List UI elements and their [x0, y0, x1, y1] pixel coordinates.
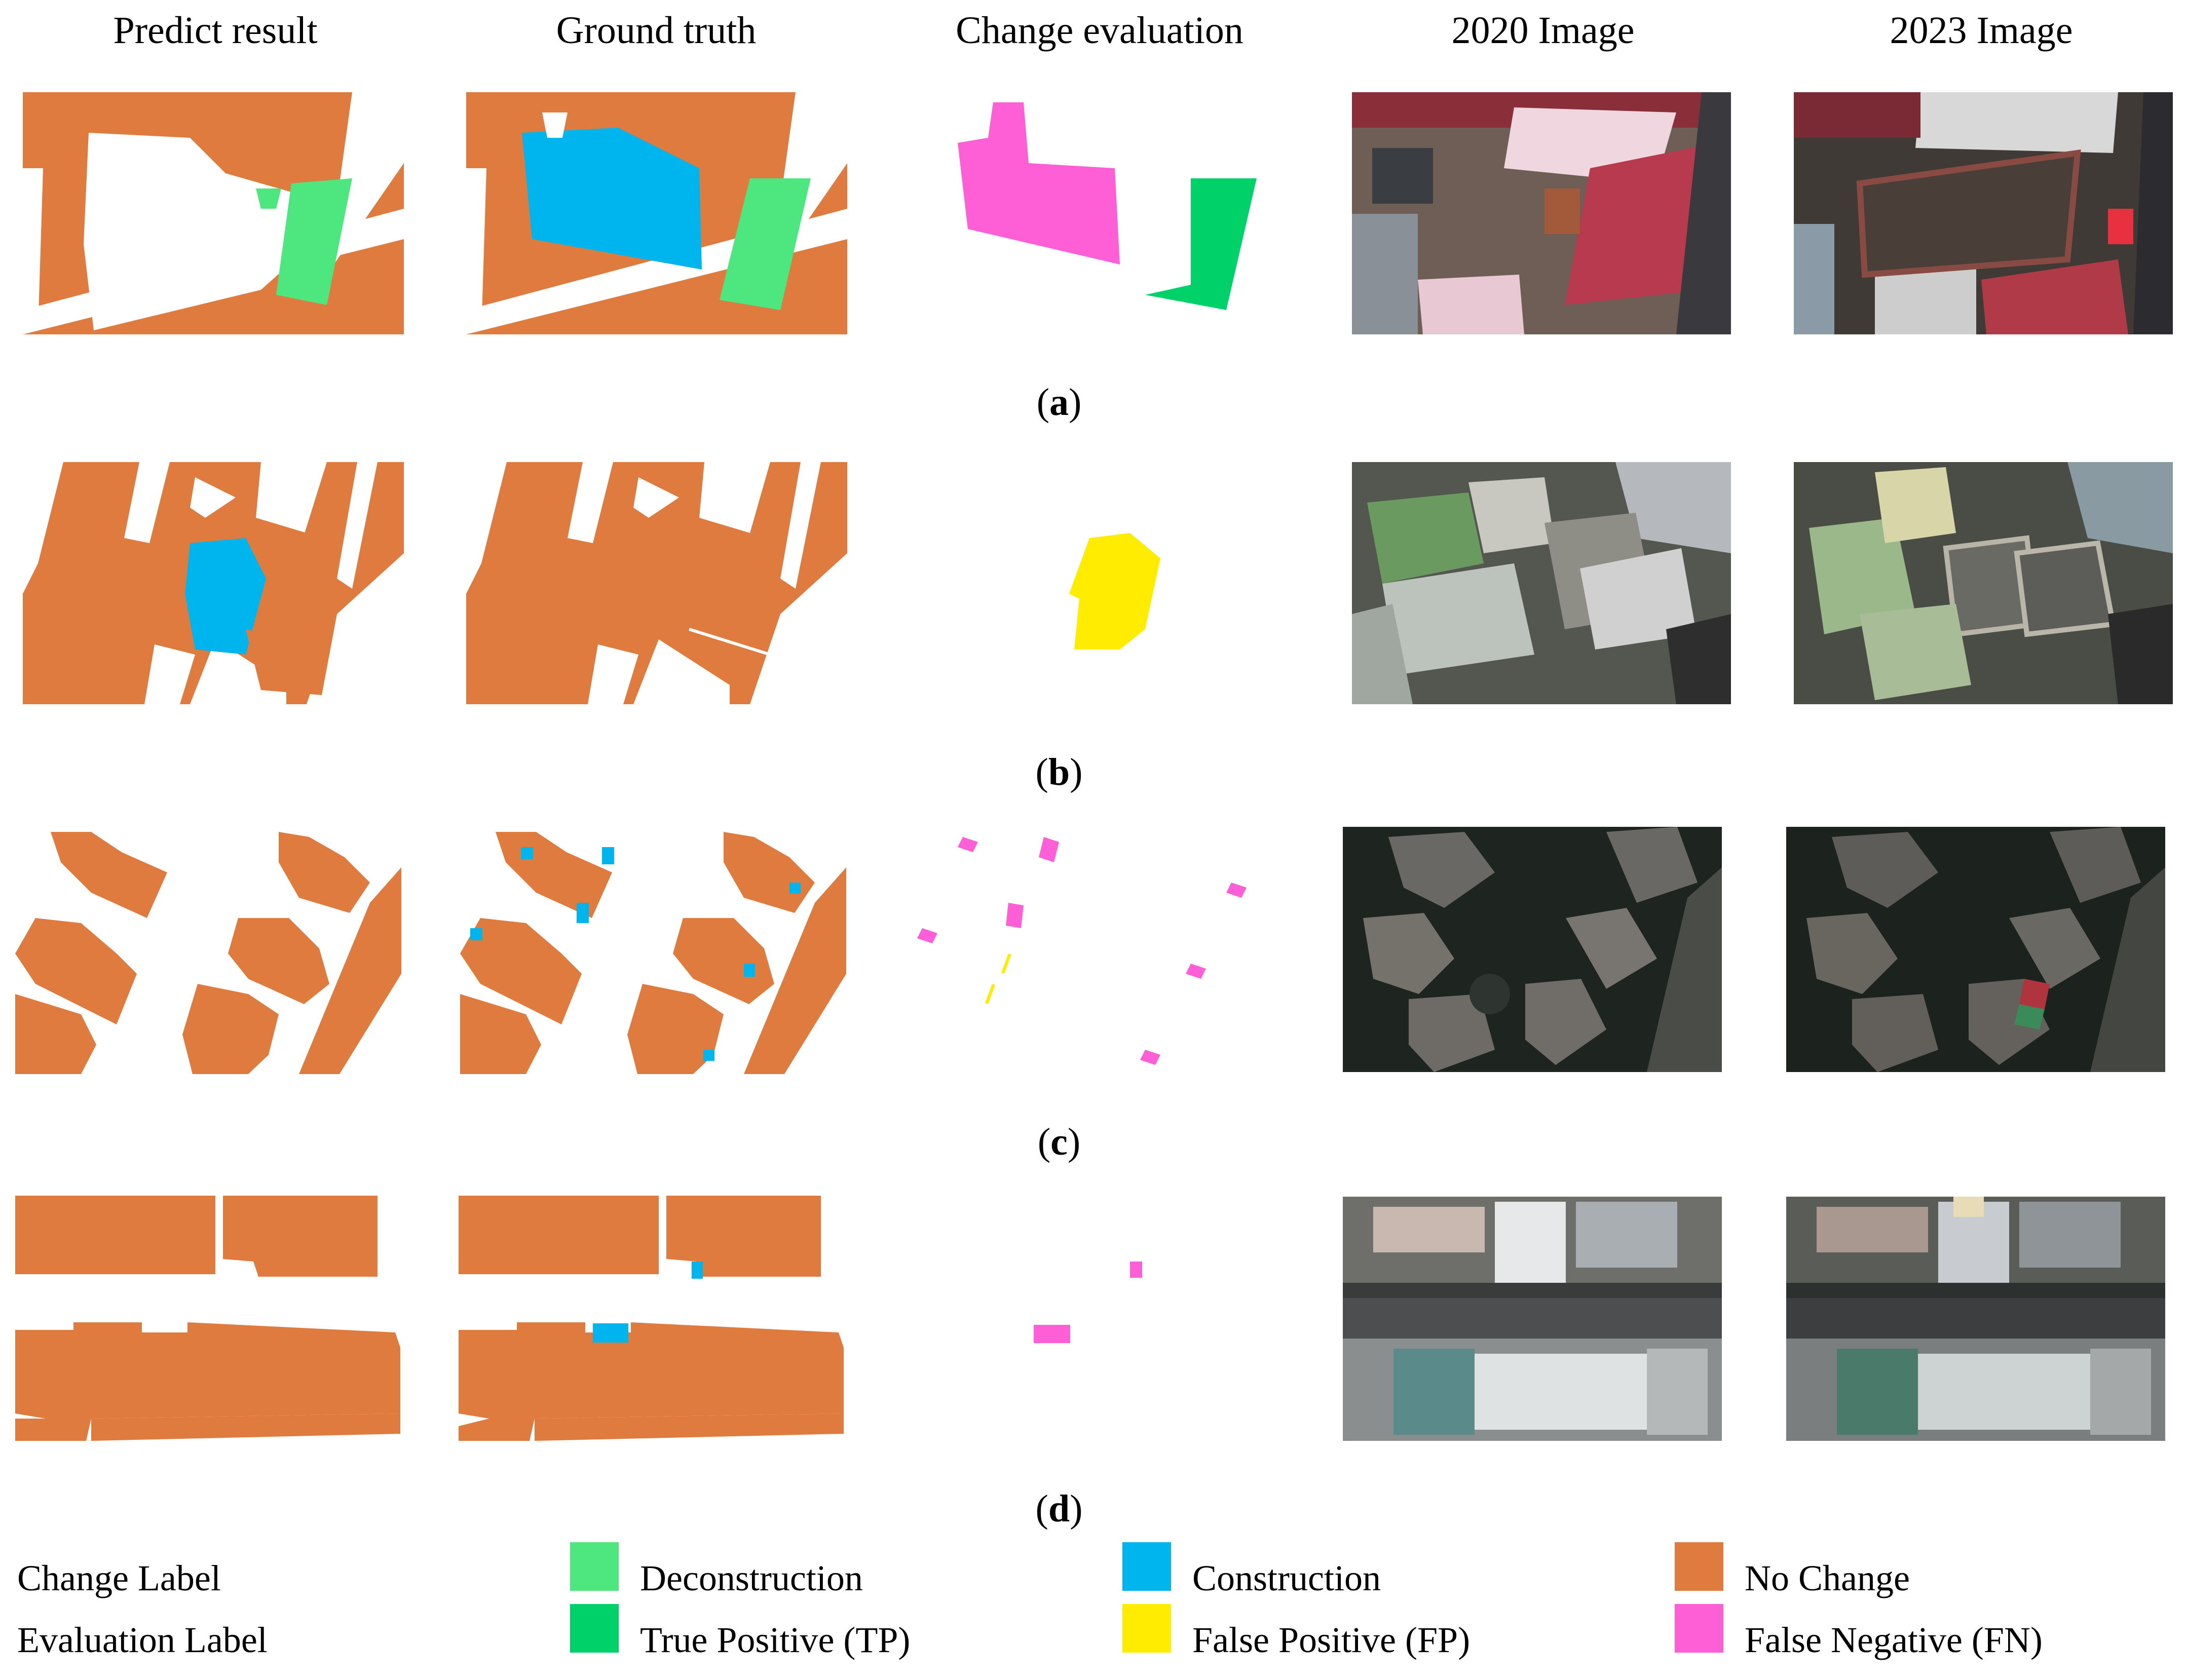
column-title-2023-image: 2023 Image: [1890, 9, 2073, 52]
legend-evaluation-label-title: Evaluation Label: [17, 1620, 268, 1660]
row-b-2020-image: [1352, 462, 1731, 704]
row-c-change-evaluation-map: [907, 832, 1288, 1074]
legend-change-label-title: Change Label: [17, 1558, 221, 1598]
row-d-2020-image: [1343, 1197, 1722, 1441]
row-c-ground-truth-map: [460, 832, 846, 1074]
legend-label-no-change: No Change: [1745, 1558, 1910, 1598]
row-a-2023-image: [1794, 92, 2173, 334]
legend-label-false-negative: False Negative (FN): [1745, 1620, 2043, 1660]
row-a-change-evaluation-map: [907, 92, 1288, 334]
row-label-b: (b): [1035, 751, 1083, 793]
row-label-a: (a): [1036, 381, 1082, 424]
row-d-2023-image: [1786, 1197, 2165, 1441]
legend-swatch-false-negative: [1675, 1604, 1723, 1653]
row-b-2023-image: [1794, 462, 2173, 704]
legend-label-construction: Construction: [1192, 1558, 1381, 1598]
row-d-predict-result-map: [15, 1196, 401, 1441]
row-a-2020-image: [1352, 92, 1731, 334]
row-d-ground-truth-map: [459, 1196, 845, 1441]
legend-swatch-true-positive: [570, 1604, 619, 1653]
row-d-change-evaluation-map: [907, 1196, 1288, 1441]
column-title-2020-image: 2020 Image: [1451, 9, 1635, 52]
column-title-predict-result: Predict result: [113, 9, 318, 52]
legend-swatch-false-positive: [1122, 1604, 1171, 1653]
row-c-2023-image: [1786, 827, 2165, 1072]
legend-swatch-deconstruction: [570, 1542, 619, 1591]
legend-label-true-positive: True Positive (TP): [640, 1620, 911, 1660]
legend-swatch-no-change: [1675, 1542, 1723, 1591]
row-b-ground-truth-map: [466, 462, 847, 704]
row-c-2020-image: [1343, 827, 1722, 1072]
row-b-change-evaluation-map: [907, 462, 1288, 704]
row-b-predict-result-map: [23, 462, 404, 704]
row-c-predict-result-map: [15, 832, 401, 1074]
row-label-d: (d): [1035, 1487, 1083, 1530]
column-title-ground-truth: Ground truth: [556, 9, 757, 52]
row-a-ground-truth-map: [466, 92, 847, 334]
legend-swatch-construction: [1122, 1542, 1171, 1591]
legend-label-deconstruction: Deconstruction: [640, 1558, 863, 1598]
row-label-c: (c): [1037, 1121, 1081, 1163]
legend-label-false-positive: False Positive (FP): [1192, 1620, 1471, 1660]
column-title-change-evaluation: Change evaluation: [956, 9, 1243, 52]
row-a-predict-result-map: [23, 92, 404, 334]
